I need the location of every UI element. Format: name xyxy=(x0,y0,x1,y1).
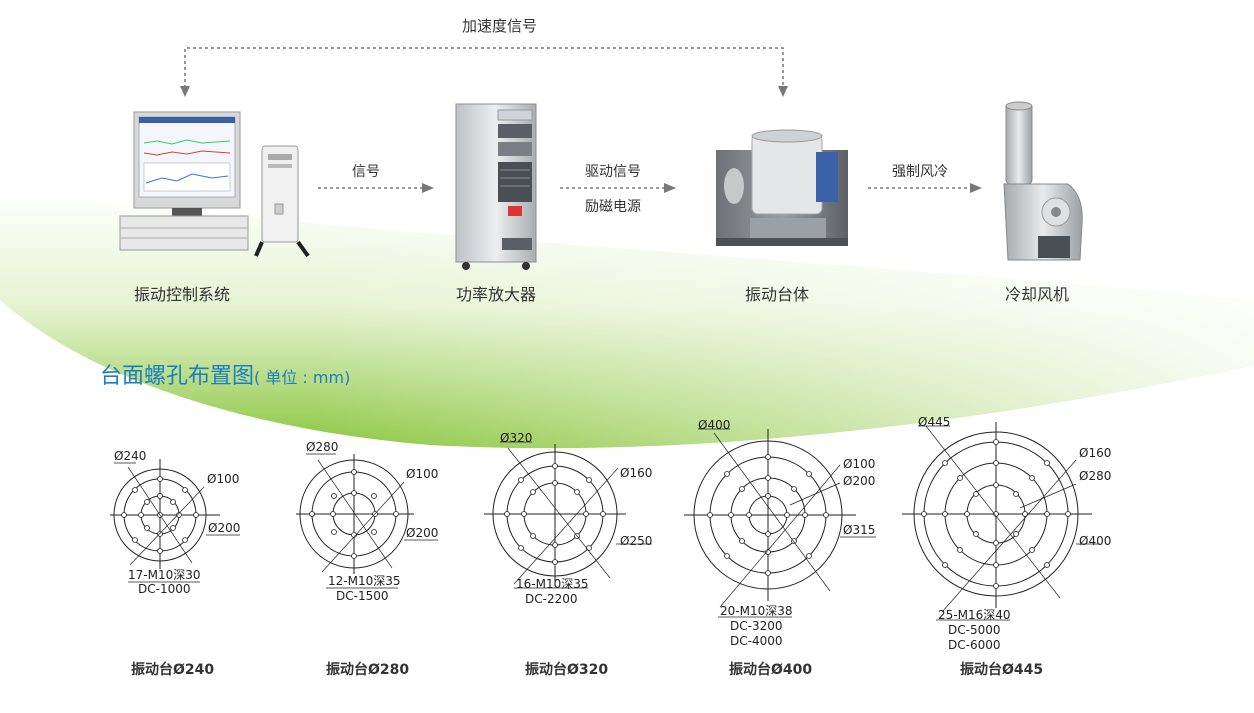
diagram-caption-d445: 振动台Ø445 xyxy=(960,662,1044,678)
section-unit: ( 单位 : mm) xyxy=(254,368,351,387)
diagram-caption-d240: 振动台Ø240 xyxy=(131,662,215,678)
diagram-caption-d320: 振动台Ø320 xyxy=(525,662,609,678)
hole-diagram-graphic xyxy=(296,453,438,589)
model-label: DC-3200 xyxy=(730,619,783,633)
ring-diameter-label: Ø200 xyxy=(208,521,240,535)
control-system-image xyxy=(119,111,310,258)
ring-diameter-label: Ø315 xyxy=(843,523,875,537)
ring-diameter-label: Ø100 xyxy=(207,472,239,486)
hole-diagram-graphic xyxy=(684,428,876,618)
outer-diameter-label: Ø240 xyxy=(114,449,146,463)
ring-diameter-label: Ø200 xyxy=(843,474,875,488)
arrow-label-excitation-power: 励磁电源 xyxy=(585,199,641,215)
arrow-signal xyxy=(318,183,434,193)
hole-diagram-graphic xyxy=(110,459,240,583)
model-label: DC-2200 xyxy=(525,592,578,606)
outer-diameter-label: Ø445 xyxy=(918,415,950,429)
arrow-label-signal: 信号 xyxy=(352,164,380,180)
ring-diameter-label: Ø250 xyxy=(620,534,652,548)
hole-layout-d400: Ø400 Ø100 Ø200 Ø315 20-M10深38 DC-3200 DC… xyxy=(684,418,876,648)
ring-diameter-label: Ø280 xyxy=(1079,469,1111,483)
arrow-forced-air-cooling xyxy=(868,183,982,193)
ring-diameter-label: Ø100 xyxy=(843,457,875,471)
device-label-power-amplifier: 功率放大器 xyxy=(456,285,537,304)
arrow-drive-signal xyxy=(560,183,676,193)
arrow-label-forced-air-cooling: 强制风冷 xyxy=(892,164,948,180)
diagram-caption-d400: 振动台Ø400 xyxy=(729,662,813,678)
hole-layout-d240: Ø240 Ø100 Ø200 17-M10深30 DC-1000 xyxy=(110,449,240,596)
arrow-label-drive-signal: 驱动信号 xyxy=(585,164,641,180)
ring-diameter-label: Ø400 xyxy=(1079,534,1111,548)
model-label: DC-5000 xyxy=(948,623,1001,637)
model-label: DC-1500 xyxy=(336,589,389,603)
ring-diameter-label: Ø200 xyxy=(406,526,438,540)
hole-layout-d320: Ø320 Ø160 Ø250 16-M10深35 DC-2200 xyxy=(484,431,652,606)
feedback-loop xyxy=(180,47,788,97)
outer-diameter-label: Ø280 xyxy=(306,440,338,454)
hole-spec-label: 17-M10深30 xyxy=(128,568,201,582)
model-label: DC-4000 xyxy=(730,634,783,648)
device-label-cooling-fan: 冷却风机 xyxy=(1005,285,1070,304)
hole-spec-label: 25-M16深40 xyxy=(938,608,1011,622)
hole-spec-label: 20-M10深38 xyxy=(720,604,793,618)
hole-spec-label: 16-M10深35 xyxy=(516,577,589,591)
outer-diameter-label: Ø400 xyxy=(698,418,730,432)
model-label: DC-1000 xyxy=(138,582,191,596)
model-label: DC-6000 xyxy=(948,638,1001,652)
shaker-body-image xyxy=(716,129,848,246)
ring-diameter-label: Ø100 xyxy=(406,467,438,481)
feedback-signal-label: 加速度信号 xyxy=(462,17,538,35)
section-title-text: 台面螺孔布置图 xyxy=(100,364,255,389)
hole-diagram-graphic xyxy=(484,441,652,589)
power-amplifier-image xyxy=(455,103,537,270)
device-label-control-system: 振动控制系统 xyxy=(134,285,231,304)
hole-layout-d280: Ø280 Ø100 Ø200 12-M10深35 DC-1500 xyxy=(296,440,438,603)
device-label-shaker-body: 振动台体 xyxy=(745,285,810,304)
hole-layout-d445: Ø445 Ø160 Ø280 Ø400 25-M16深40 DC-5000 DC… xyxy=(902,415,1111,652)
diagram-caption-d280: 振动台Ø280 xyxy=(326,662,410,678)
cooling-fan-image xyxy=(1003,101,1083,261)
ring-diameter-label: Ø160 xyxy=(620,466,652,480)
hole-diagram-graphic xyxy=(902,422,1100,621)
outer-diameter-label: Ø320 xyxy=(500,431,532,445)
ring-diameter-label: Ø160 xyxy=(1079,446,1111,460)
hole-spec-label: 12-M10深35 xyxy=(328,574,401,588)
section-title: 台面螺孔布置图( 单位 : mm) xyxy=(100,358,350,390)
